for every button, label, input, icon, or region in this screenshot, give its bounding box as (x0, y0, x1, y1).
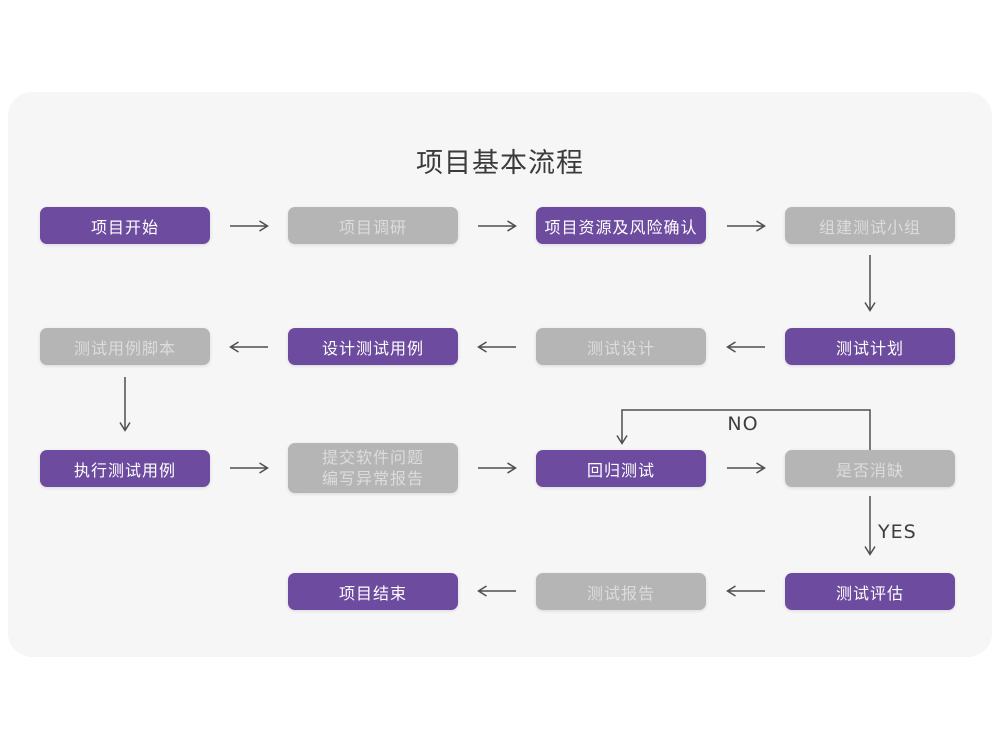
node-label: 项目开始 (90, 217, 159, 237)
node-label: 测试用例脚本 (73, 338, 176, 358)
node-submit-issue-report: 提交软件问题 编写异常报告 (288, 443, 458, 493)
node-label: 项目调研 (338, 217, 407, 237)
node-label: 项目资源及风险确认 (544, 217, 698, 237)
node-test-case-scripts: 测试用例脚本 (40, 328, 210, 365)
node-label: 测试计划 (835, 338, 904, 358)
node-label: 组建测试小组 (818, 217, 921, 237)
node-label: 项目结束 (338, 583, 407, 603)
node-project-start: 项目开始 (40, 207, 210, 244)
node-label: 回归测试 (586, 460, 655, 480)
node-defect-resolved: 是否消缺 (785, 450, 955, 487)
node-test-report: 测试报告 (536, 573, 706, 610)
node-project-end: 项目结束 (288, 573, 458, 610)
node-label-line2: 编写异常报告 (321, 469, 424, 488)
node-test-evaluation: 测试评估 (785, 573, 955, 610)
edge-label-no: NO (727, 413, 759, 435)
node-label: 测试报告 (586, 583, 655, 603)
node-label: 设计测试用例 (321, 338, 424, 358)
node-execute-test-cases: 执行测试用例 (40, 450, 210, 487)
node-project-research: 项目调研 (288, 207, 458, 244)
node-regression-test: 回归测试 (536, 450, 706, 487)
node-project-resources-risk: 项目资源及风险确认 (536, 207, 706, 244)
node-test-plan: 测试计划 (785, 328, 955, 365)
node-label: 执行测试用例 (73, 460, 176, 480)
node-label: 是否消缺 (835, 460, 904, 480)
edge-label-yes: YES (878, 521, 917, 543)
flowchart-card (8, 92, 992, 657)
node-test-design: 测试设计 (536, 328, 706, 365)
node-build-test-team: 组建测试小组 (785, 207, 955, 244)
page-title: 项目基本流程 (416, 148, 584, 179)
node-label: 测试设计 (586, 338, 655, 358)
node-label: 测试评估 (835, 583, 904, 603)
node-label-line1: 提交软件问题 (321, 447, 424, 467)
node-design-test-cases: 设计测试用例 (288, 328, 458, 365)
